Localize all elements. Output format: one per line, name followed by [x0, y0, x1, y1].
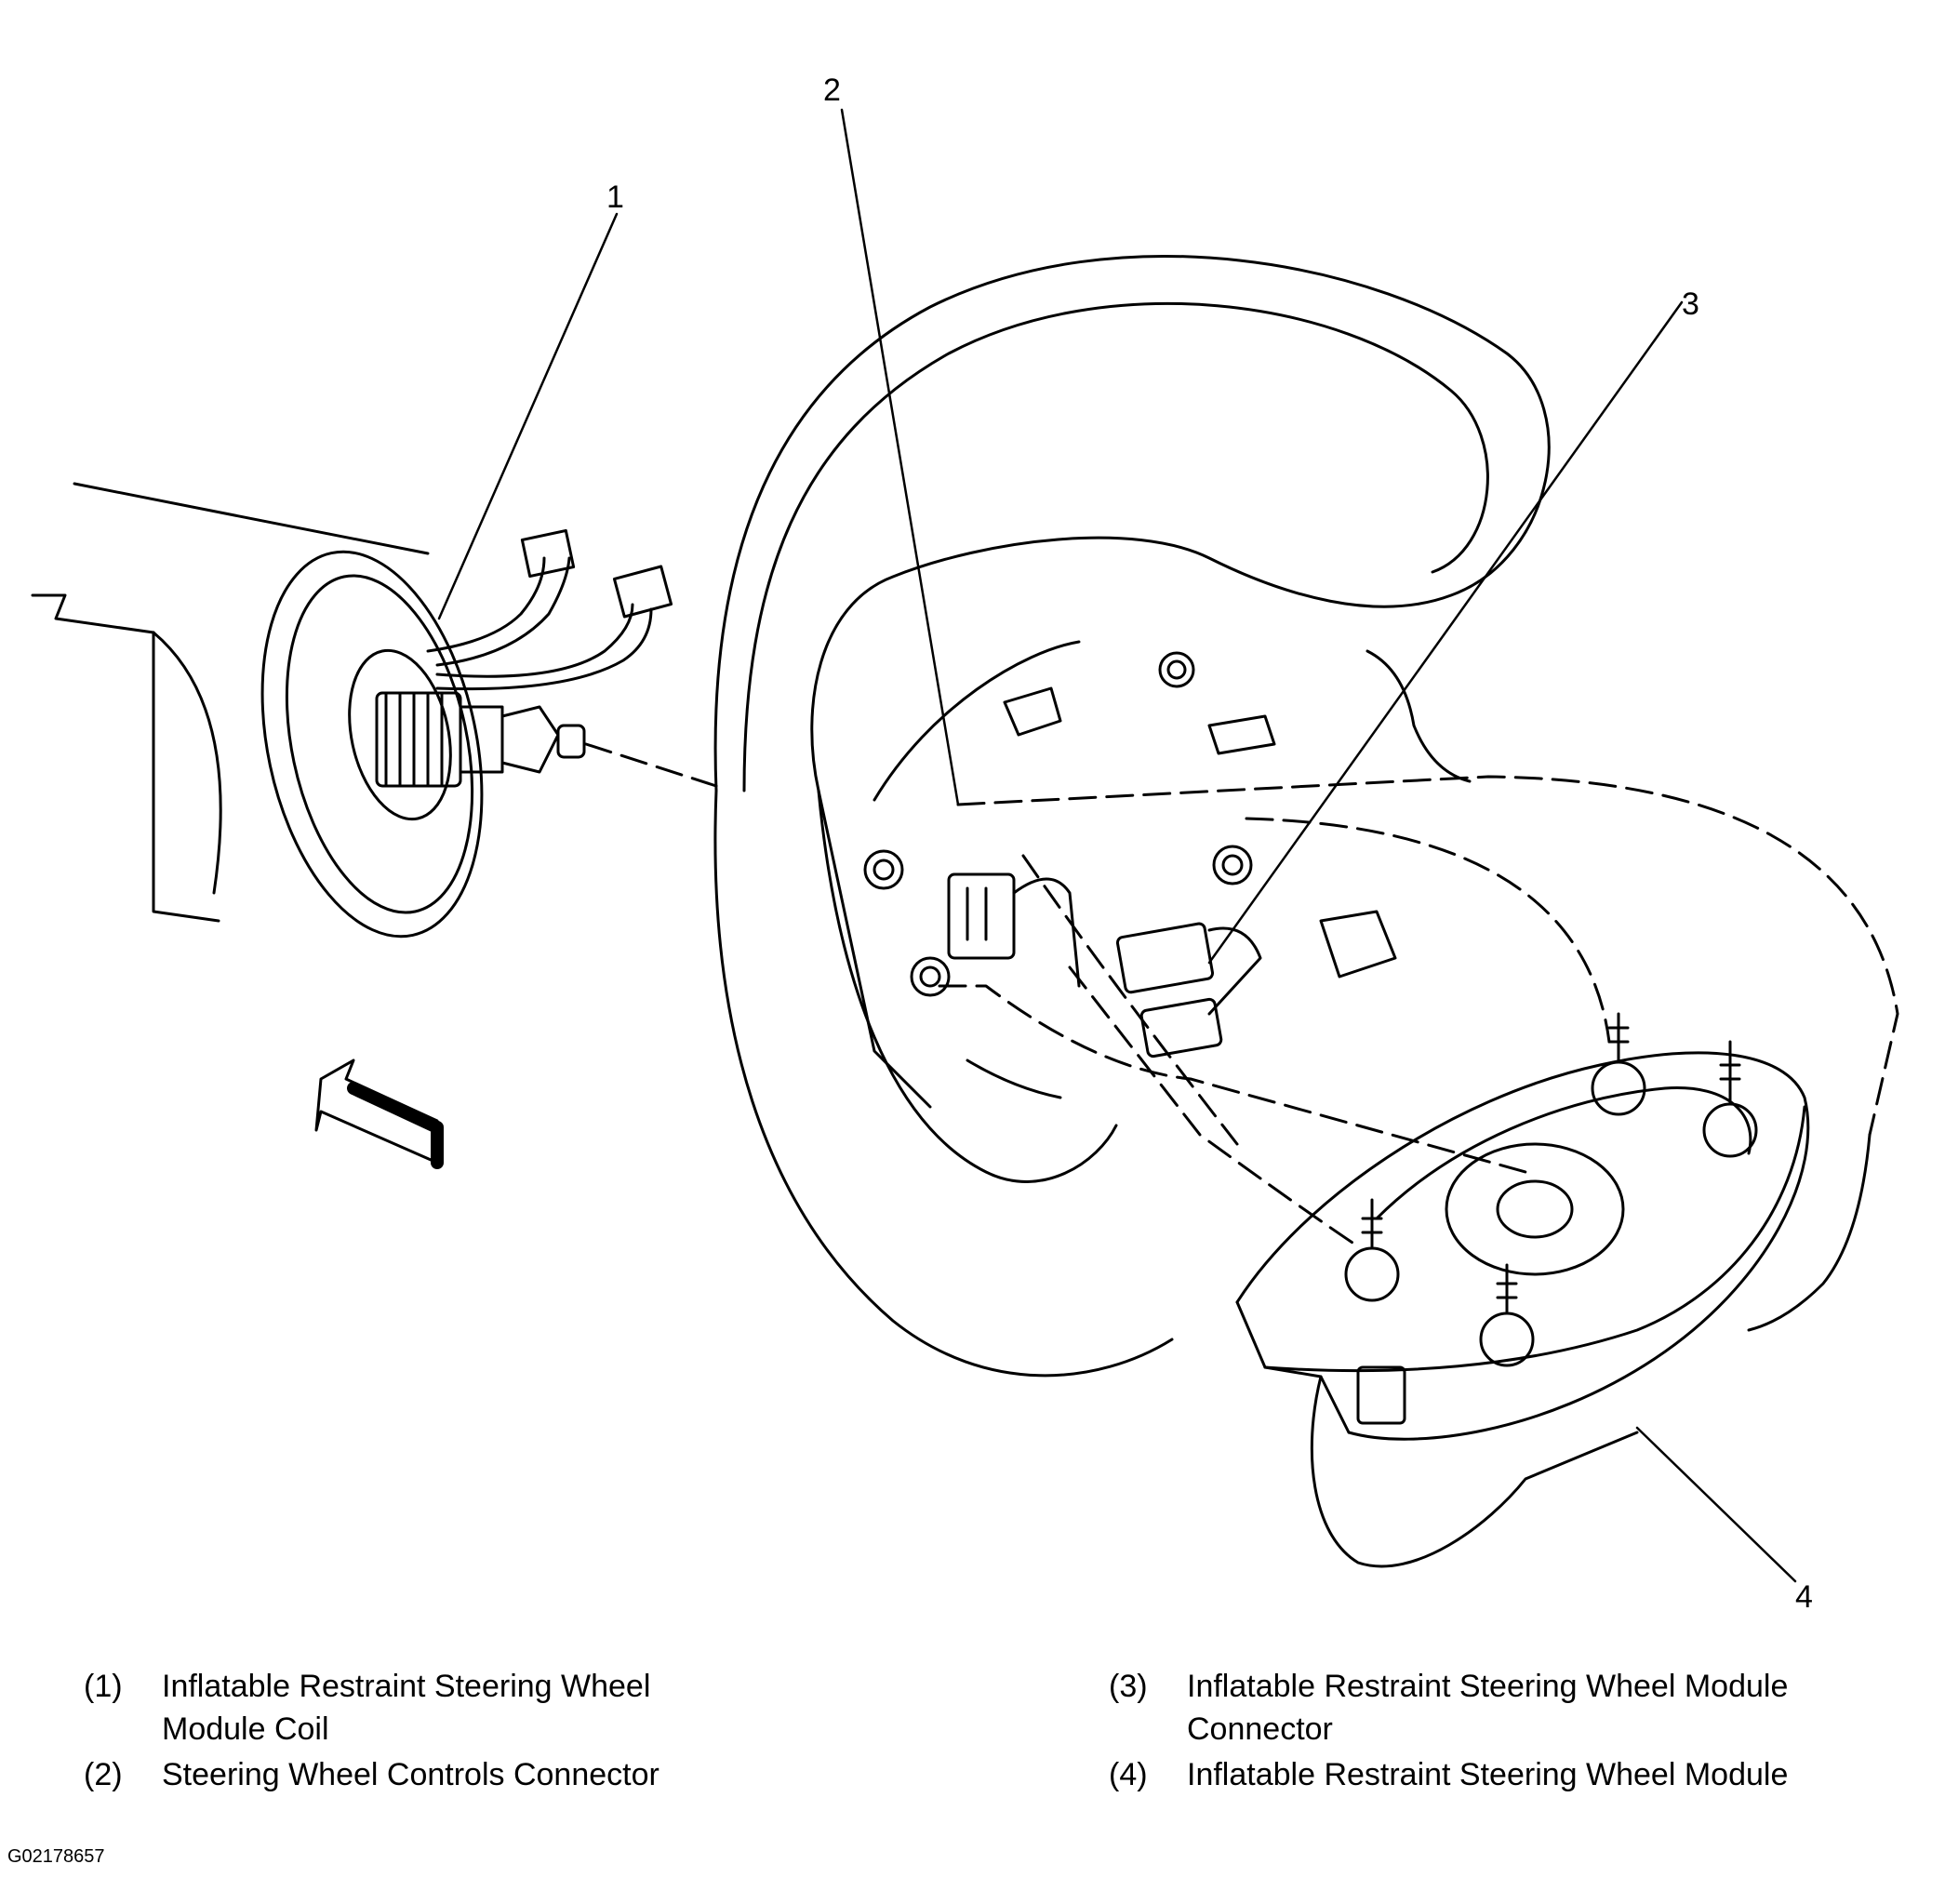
legend-text: Inflatable Restraint Steering Wheel Modu… [162, 1665, 650, 1751]
legend-line: Connector [1187, 1711, 1333, 1747]
legend-line: Inflatable Restraint Steering Wheel Modu… [1187, 1757, 1789, 1792]
steering-wheel-controls-connector-icon [947, 872, 1081, 988]
legend-line: Module Coil [162, 1711, 329, 1747]
legend-number: (4) [1109, 1757, 1148, 1792]
legend-item-3: (3) Inflatable Restraint Steering Wheel … [1109, 1665, 1937, 1758]
module-connector-icon [1115, 922, 1262, 1059]
leader-line-3 [1207, 300, 1684, 965]
leader-lines [437, 108, 1797, 1583]
steering-wheel-icon [713, 255, 1551, 1378]
legend-text: Inflatable Restraint Steering Wheel Modu… [1187, 1665, 1788, 1751]
legend-line: Inflatable Restraint Steering Wheel Modu… [1187, 1669, 1789, 1704]
direction-arrow-icon [314, 1059, 444, 1169]
legend-number: (2) [84, 1757, 123, 1792]
legend-item-2: (2) Steering Wheel Controls Connector [84, 1753, 921, 1800]
callout-4: 4 [1795, 1579, 1813, 1615]
legend-number: (3) [1109, 1669, 1148, 1704]
legend-line: Inflatable Restraint Steering Wheel [162, 1669, 651, 1704]
leader-line-1 [437, 212, 619, 620]
legend-item-1: (1) Inflatable Restraint Steering Wheel … [84, 1665, 921, 1758]
module-coil-icon [260, 528, 673, 939]
steering-column-icon [31, 482, 430, 923]
callout-3: 3 [1682, 286, 1699, 322]
figure-id: G02178657 [7, 1846, 105, 1867]
leader-line-4 [1635, 1426, 1797, 1583]
legend-text: Steering Wheel Controls Connector [162, 1753, 659, 1796]
leader-line-2 [840, 108, 960, 806]
legend-line: Steering Wheel Controls Connector [162, 1757, 659, 1792]
legend-item-4: (4) Inflatable Restraint Steering Wheel … [1109, 1753, 1937, 1800]
callout-2: 2 [823, 73, 841, 108]
legend-number: (1) [84, 1669, 123, 1704]
legend-text: Inflatable Restraint Steering Wheel Modu… [1187, 1753, 1788, 1796]
callout-1: 1 [606, 180, 624, 215]
steering-wheel-exploded-diagram [31, 108, 1899, 1583]
airbag-module-icon [1235, 1012, 1872, 1568]
